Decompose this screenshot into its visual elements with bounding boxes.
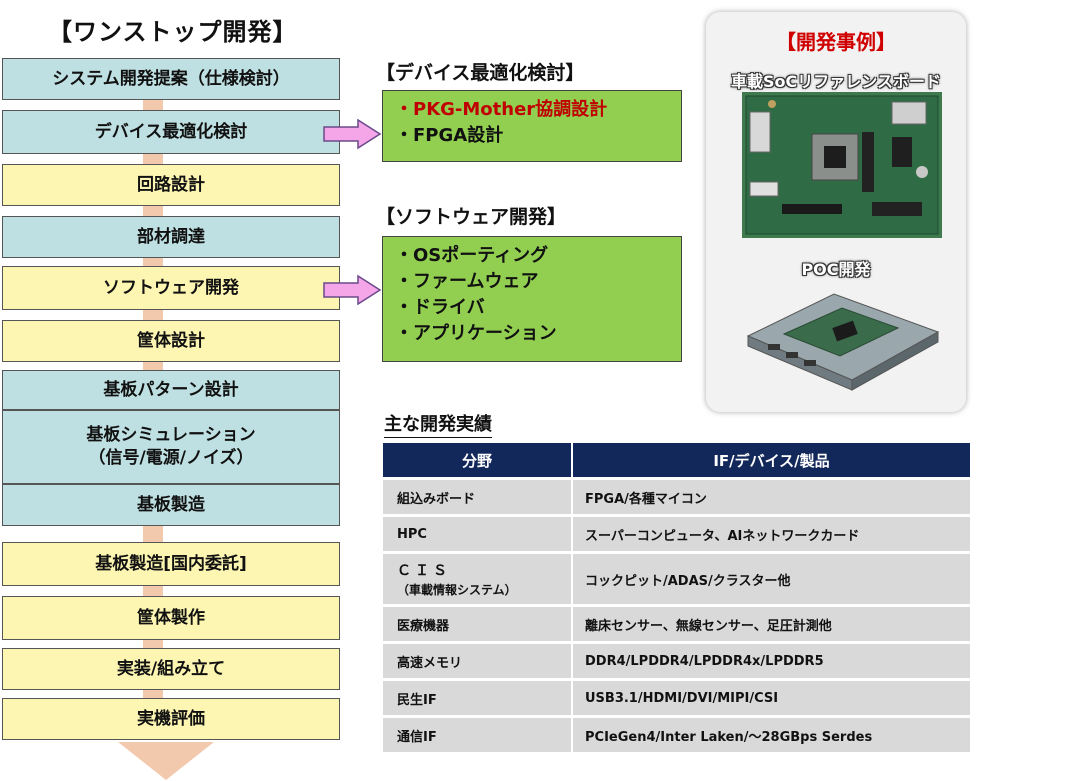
table-row: 通信IF PCIeGen4/Inter Laken/～28GBps Serdes [383,718,970,752]
software-section-heading: 【ソフトウェア開発】 [376,206,567,228]
row-field: 組込みボード [383,480,573,514]
poc-device-image [746,293,940,391]
table-row: 民生IF USB3.1/HDMI/DVI/MIPI/CSI [383,681,970,715]
row-field: 通信IF [383,718,573,752]
device-section-box: ・PKG-Mother協調設計 ・FPGA設計 [382,90,682,162]
row-detail: PCIeGen4/Inter Laken/～28GBps Serdes [573,718,970,752]
flow-step-label: デバイス最適化検討 [94,121,248,142]
row-field: HPC [383,517,573,551]
flow-step-circuit-design: 回路設計 [2,164,340,206]
row-field: 高速メモリ [383,644,573,678]
poc-label: POC開発 [801,260,871,279]
flow-step-label: 回路設計 [137,174,205,195]
flow-step-label: 実装/組み立て [116,658,226,679]
device-item-pkg: ・PKG-Mother協調設計 [395,99,608,120]
row-detail: USB3.1/HDMI/DVI/MIPI/CSI [573,681,970,715]
table-row: ＣＩＳ （車載情報システム） コックピット/ADAS/クラスター他 [383,554,970,604]
table-row: HPC スーパーコンピュータ、AIネットワークカード [383,517,970,551]
flow-step-label: 基板製造 [137,494,205,515]
software-item-application: ・アプリケーション [395,323,557,345]
software-item-os: ・OSポーティング [395,245,549,266]
flow-step-label: 実機評価 [137,708,205,729]
flow-step-sublabel: （信号/電源/ノイズ） [88,448,254,468]
row-field: 民生IF [383,681,573,715]
row-field: 医療機器 [383,607,573,641]
row-detail: 離床センサー、無線センサー、足圧計測他 [573,607,970,641]
main-title: 【ワンストップ開発】 [48,18,298,46]
flow-step-system-proposal: システム開発提案（仕様検討） [2,58,340,100]
case-panel: 【開発事例】 車載SoCリファレンスボード POC開発 [706,12,966,412]
row-detail: コックピット/ADAS/クラスター他 [573,554,970,604]
column-header-field: 分野 [383,443,573,477]
row-detail: DDR4/LPDDR4/LPDDR4x/LPDDR5 [573,644,970,678]
flow-down-arrow [118,742,214,780]
pink-arrow-software [323,274,382,306]
flow-step-label: システム開発提案（仕様検討） [52,68,290,89]
flow-step-label: 基板シミュレーション [86,425,256,446]
flow-step-enclosure-design: 筐体設計 [2,320,340,362]
flow-step-label: 基板製造[国内委託] [95,553,247,574]
flow-step-pcb-manufacturing: 基板製造 [2,484,340,526]
row-field: ＣＩＳ [397,563,451,579]
flow-step-pcb-simulation: 基板シミュレーション（信号/電源/ノイズ） [2,410,340,484]
flow-step-assembly: 実装/組み立て [2,648,340,690]
flow-step-enclosure-production: 筐体製作 [2,596,340,640]
software-section-box: ・OSポーティング ・ファームウェア ・ドライバ ・アプリケーション [382,236,682,362]
table-row: 組込みボード FPGA/各種マイコン [383,480,970,514]
flow-step-label: 部材調達 [137,226,205,247]
flow-step-label: 筐体設計 [137,330,205,351]
achievements-table: 分野 IF/デバイス/製品 組込みボード FPGA/各種マイコン HPC スーパ… [383,440,970,755]
software-item-driver: ・ドライバ [395,297,485,319]
flow-step-device-optimization: デバイス最適化検討 [2,110,340,154]
row-detail: FPGA/各種マイコン [573,480,970,514]
pink-arrow-device [323,118,382,150]
flow-step-label: 基板パターン設計 [103,379,239,400]
flow-step-label: ソフトウェア開発 [103,277,239,298]
table-row: 医療機器 離床センサー、無線センサー、足圧計測他 [383,607,970,641]
table-row: 高速メモリ DDR4/LPDDR4/LPDDR4x/LPDDR5 [383,644,970,678]
table-header-row: 分野 IF/デバイス/製品 [383,443,970,477]
row-field-cis: ＣＩＳ （車載情報システム） [383,554,573,604]
flow-step-pcb-domestic: 基板製造[国内委託] [2,542,340,586]
flow-step-evaluation: 実機評価 [2,698,340,740]
flow-step-label: 筐体製作 [137,607,205,628]
flow-step-procurement: 部材調達 [2,216,340,258]
flow-step-software-dev: ソフトウェア開発 [2,266,340,310]
device-section-heading: 【デバイス最適化検討】 [376,62,585,84]
board-label: 車載SoCリファレンスボード [731,72,941,91]
case-title: 【開発事例】 [776,30,896,54]
achievements-heading: 主な開発実績 [384,410,492,438]
column-header-detail: IF/デバイス/製品 [573,443,970,477]
device-item-fpga: ・FPGA設計 [395,125,504,147]
software-item-firmware: ・ファームウェア [395,271,539,293]
row-detail: スーパーコンピュータ、AIネットワークカード [573,517,970,551]
row-field-sub: （車載情報システム） [397,583,517,597]
reference-board-image [742,92,942,238]
flow-step-pcb-pattern: 基板パターン設計 [2,370,340,410]
